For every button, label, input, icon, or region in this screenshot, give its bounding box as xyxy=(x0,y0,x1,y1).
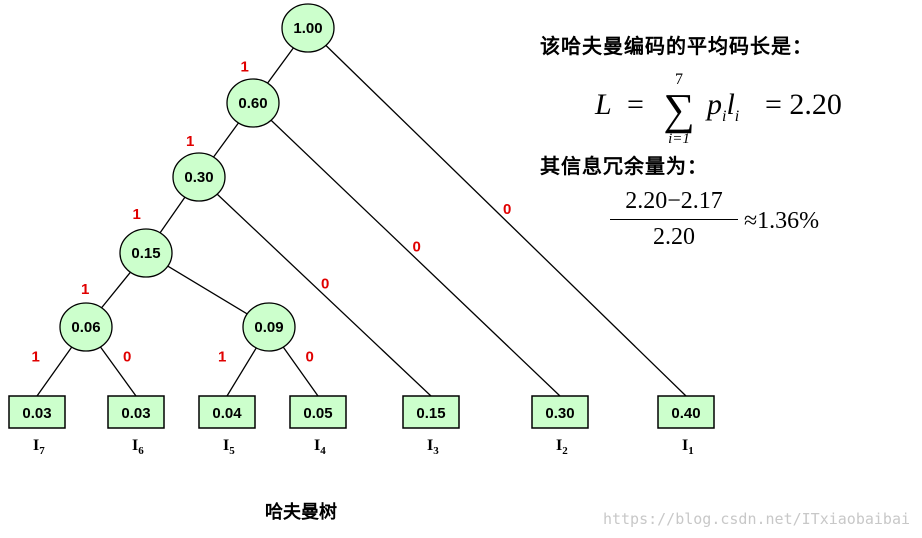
node-circle xyxy=(226,78,280,128)
eq-l: l xyxy=(726,88,735,121)
node-value: 0.09 xyxy=(254,319,283,336)
leaf-value: 0.03 xyxy=(22,405,51,422)
eq-l-sub: i xyxy=(734,108,740,125)
edge-n100-l1 xyxy=(307,27,687,397)
node-n030: 0.30 xyxy=(172,152,226,202)
node-circle xyxy=(172,152,226,202)
leaf-symbol-subscript: 5 xyxy=(229,445,235,457)
node-n060: 0.60 xyxy=(226,78,280,128)
edge-label-n030-l3: 0 xyxy=(321,276,329,293)
edge-label-n015-n006: 1 xyxy=(81,281,89,298)
leaf-symbol: I2 xyxy=(556,437,568,457)
leaf-symbol: I4 xyxy=(314,437,326,457)
redundancy-equation: 2.20−2.17 2.20 ≈1.36% xyxy=(610,188,900,268)
leaf-box xyxy=(198,395,256,429)
eq-p-sub: i xyxy=(722,108,727,125)
leaf-symbol: I3 xyxy=(427,437,439,457)
edge-label-n006-l6: 0 xyxy=(123,349,131,366)
node-n100: 1.00 xyxy=(281,3,335,53)
eq-equals: = xyxy=(627,88,644,121)
edge-n030-l3 xyxy=(198,176,432,397)
leaf-box xyxy=(8,395,66,429)
fraction-numerator: 2.20−2.17 xyxy=(610,188,738,220)
leaf-value: 0.40 xyxy=(671,405,700,422)
tree-leaf-nodes: 0.03I70.03I60.04I50.05I40.15I30.30I20.40… xyxy=(8,395,715,457)
redundancy-fraction: 2.20−2.17 2.20 xyxy=(610,188,738,251)
sigma-symbol: ∑ xyxy=(663,85,695,134)
leaf-symbol: I7 xyxy=(33,437,45,457)
node-value: 0.60 xyxy=(238,95,267,112)
node-n009: 0.09 xyxy=(242,302,296,352)
leaf-symbol-subscript: 3 xyxy=(433,445,439,457)
node-value: 0.30 xyxy=(184,169,213,186)
summation: 7 ∑ i=1 xyxy=(657,70,701,148)
edge-label-n060-n030: 1 xyxy=(186,133,194,150)
node-circle xyxy=(281,3,335,53)
leaf-symbol: I1 xyxy=(682,437,694,457)
sum-upper-limit: 7 xyxy=(675,71,683,88)
leaf-symbol-subscript: 7 xyxy=(39,445,45,457)
redundancy-result: ≈1.36% xyxy=(744,208,820,234)
edge-n060-l2 xyxy=(252,102,561,397)
leaf-box xyxy=(107,395,165,429)
node-value: 0.06 xyxy=(71,319,100,336)
watermark-url: https://blog.csdn.net/ITxiaobaibai xyxy=(602,510,910,528)
diagram-caption: 哈夫曼树 xyxy=(265,502,337,523)
leaf-symbol: I6 xyxy=(132,437,144,457)
leaf-box xyxy=(657,395,715,429)
average-code-length-text: 该哈夫曼编码的平均码长是： xyxy=(540,34,813,58)
edge-label-n100-n060: 1 xyxy=(241,59,249,76)
eq-term-pili: pili xyxy=(707,88,739,126)
node-circle xyxy=(119,228,173,278)
average-length-equation: L = 7 ∑ i=1 pili = 2.20 xyxy=(595,70,895,160)
leaf-symbol-subscript: 6 xyxy=(138,445,144,457)
node-circle xyxy=(242,302,296,352)
leaf-value: 0.15 xyxy=(416,405,445,422)
node-value: 0.15 xyxy=(131,245,160,262)
edge-label-n100-l1: 0 xyxy=(503,201,511,218)
leaf-box xyxy=(402,395,460,429)
leaf-value: 0.04 xyxy=(212,405,242,422)
eq-symbol-L: L xyxy=(595,88,612,121)
formula-panel: 该哈夫曼编码的平均码长是： L = 7 ∑ i=1 pili = 2.20 其信… xyxy=(540,30,900,250)
node-value: 1.00 xyxy=(293,20,322,37)
edge-label-n009-l4: 0 xyxy=(306,349,314,366)
edge-label-n030-n015: 1 xyxy=(133,206,141,223)
tree-edge-labels: 1 0 1 0 1 0 1 1 0 1 0 xyxy=(32,59,512,366)
eq-result: = 2.20 xyxy=(765,88,842,121)
fraction-denominator: 2.20 xyxy=(653,224,695,250)
edge-label-n060-l2: 0 xyxy=(413,239,421,256)
leaf-value: 0.05 xyxy=(303,405,332,422)
leaf-value: 0.03 xyxy=(121,405,150,422)
leaf-box xyxy=(289,395,347,429)
tree-internal-nodes: 1.00 0.60 0.30 0.15 0.06 0.09 xyxy=(59,3,335,352)
leaf-symbol-subscript: 2 xyxy=(562,445,568,457)
leaf-symbol-subscript: 1 xyxy=(688,445,694,457)
edge-label-n006-l7: 1 xyxy=(32,349,40,366)
leaf-value: 0.30 xyxy=(545,405,574,422)
eq-p: p xyxy=(707,88,722,121)
edge-label-n009-l5: 1 xyxy=(218,349,226,366)
leaf-box xyxy=(531,395,589,429)
node-n006: 0.06 xyxy=(59,302,113,352)
redundancy-text: 其信息冗余量为： xyxy=(540,154,708,178)
sum-lower-limit: i=1 xyxy=(668,131,690,147)
leaf-symbol-subscript: 4 xyxy=(320,445,326,457)
node-circle xyxy=(59,302,113,352)
node-n015: 0.15 xyxy=(119,228,173,278)
leaf-symbol: I5 xyxy=(223,437,235,457)
